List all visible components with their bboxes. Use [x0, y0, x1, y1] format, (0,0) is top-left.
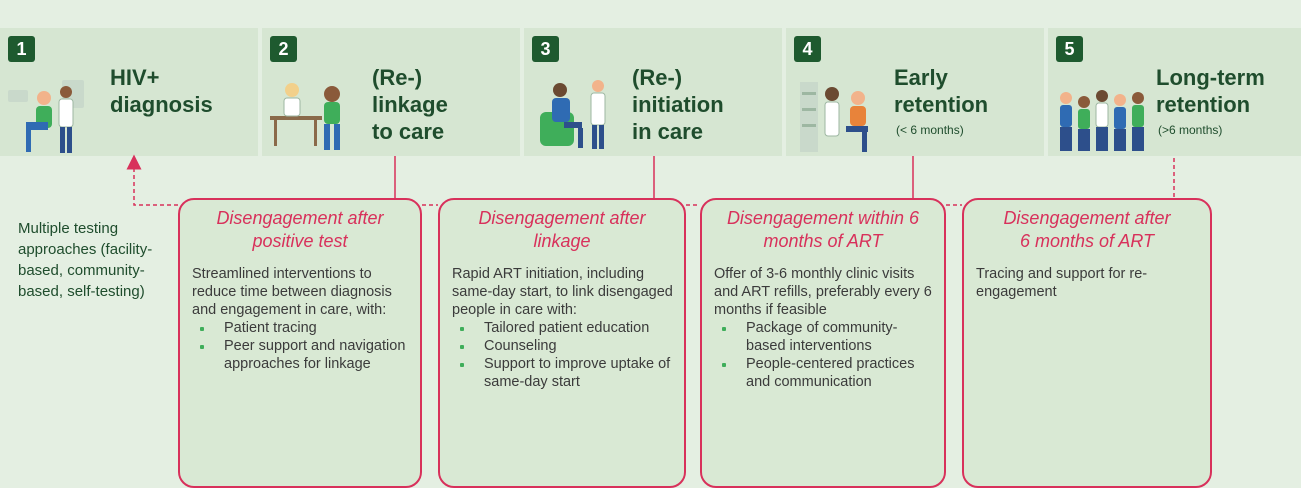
stage-title: (Re-) initiation in care: [632, 65, 724, 144]
disengagement-box-after-6-months: Disengagement after 6 months of ART Trac…: [962, 198, 1212, 488]
stage-title: Early retention: [894, 65, 989, 117]
stage-3-card: 3 (Re-) initiation in care: [524, 28, 782, 156]
box-title: Disengagement after 6 months of ART: [1003, 208, 1171, 251]
clinician-with-patient-illustration: [8, 80, 84, 153]
box-body: Rapid ART initiation, including same-day…: [440, 265, 684, 391]
step-number: 4: [794, 36, 821, 62]
bullet-item: Tailored patient education: [452, 319, 674, 337]
bullet-item: Patient tracing: [192, 319, 410, 337]
box-title: Disengagement after positive test: [216, 208, 384, 251]
box-intro: Rapid ART initiation, including same-day…: [452, 266, 673, 318]
box-title: Disengagement after linkage: [478, 208, 646, 251]
stage-2-card: 2 (Re-) linkage to care: [262, 28, 520, 156]
stage-4-card: 4 Early retention (< 6 months): [786, 28, 1044, 156]
bullet-list: Package of community-based interventions…: [714, 319, 934, 391]
box-title: Disengagement within 6 months of ART: [726, 208, 920, 251]
step-number: 2: [270, 36, 297, 62]
dashed-connector: [126, 154, 1175, 206]
bullet-list: Tailored patient education Counseling Su…: [452, 319, 674, 391]
stage-title: (Re-) linkage to care: [372, 65, 448, 144]
bullet-item: Package of community-based interventions: [714, 319, 934, 355]
stage-title: HIV+ diagnosis: [110, 65, 213, 117]
box-intro: Tracing and support for re-engagement: [976, 266, 1148, 300]
bullet-item: Peer support and navigation approaches f…: [192, 337, 410, 373]
step-number: 3: [532, 36, 559, 62]
stage-subtitle: (< 6 months): [896, 123, 964, 137]
disengagement-box-linkage: Disengagement after linkage Rapid ART in…: [438, 198, 686, 488]
testing-approaches-note: Multiple testing approaches (facility-ba…: [18, 220, 153, 300]
box-intro: Streamlined interventions to reduce time…: [192, 266, 392, 318]
bullet-item: People-centered practices and communicat…: [714, 355, 934, 391]
stage-1-card: 1 HIV+ diagnosis: [0, 28, 258, 156]
disengagement-box-positive-test: Disengagement after positive test Stream…: [178, 198, 422, 488]
consultation-desk-illustration: [270, 83, 340, 150]
treatment-chair-illustration: [540, 80, 606, 149]
stage-title: Long-term retention: [1156, 65, 1265, 117]
box-body: Streamlined interventions to reduce time…: [180, 265, 420, 373]
group-of-people-illustration: [1060, 90, 1144, 151]
stage-5-card: 5 Long-term retention (>6 months): [1048, 28, 1301, 156]
step-number: 1: [8, 36, 35, 62]
box-body: Offer of 3-6 monthly clinic visits and A…: [702, 265, 944, 391]
box-intro: Offer of 3-6 monthly clinic visits and A…: [714, 266, 932, 318]
solid-connector: [394, 156, 914, 199]
bullet-item: Support to improve uptake of same-day st…: [452, 355, 674, 391]
stage-subtitle: (>6 months): [1158, 123, 1223, 137]
bullet-list: Patient tracing Peer support and navigat…: [192, 319, 410, 373]
pharmacy-visit-illustration: [800, 82, 868, 152]
disengagement-box-within-6-months: Disengagement within 6 months of ART Off…: [700, 198, 946, 488]
bullet-item: Counseling: [452, 337, 674, 355]
box-body: Tracing and support for re-engagement: [964, 265, 1210, 301]
step-number: 5: [1056, 36, 1083, 62]
